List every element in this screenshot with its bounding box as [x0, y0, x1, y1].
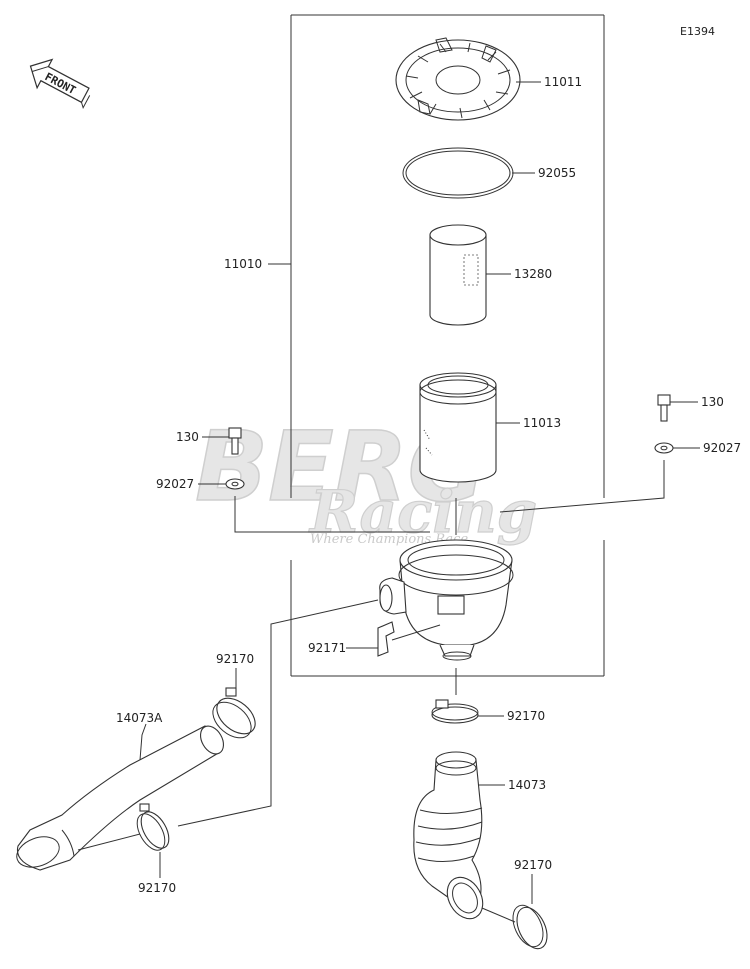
diagram-id: E1394: [680, 25, 715, 38]
watermark-sub: Racing: [308, 478, 537, 546]
label-92170-left-lower: 92170: [138, 881, 176, 895]
label-11010: 11010: [224, 257, 262, 271]
bolt-left: [228, 427, 242, 455]
label-92027-left: 92027: [156, 477, 194, 491]
label-92170-left-upper: 92170: [216, 652, 254, 666]
intake-duct-lower: [413, 751, 484, 920]
pre-filter: [429, 224, 487, 326]
air-cleaner-housing: [379, 539, 514, 661]
hose-clamp-lower-right: [512, 904, 548, 950]
o-ring: [402, 147, 514, 199]
hose-clamp-left-upper: [212, 687, 256, 739]
air-filter-cover: [395, 37, 521, 121]
clip: [377, 621, 395, 657]
hose-clamp-left-lower: [136, 803, 170, 851]
label-130-right: 130: [701, 395, 724, 409]
label-92170-top: 92170: [507, 709, 545, 723]
front-arrow-icon: FRONT: [29, 58, 91, 110]
bolt-right: [657, 394, 671, 422]
washer-left: [225, 478, 245, 490]
label-92055: 92055: [538, 166, 576, 180]
washer-right: [654, 442, 674, 454]
hose-clamp-top: [431, 699, 479, 724]
label-92170-right-lower: 92170: [514, 858, 552, 872]
label-14073: 14073: [508, 778, 546, 792]
label-13280: 13280: [514, 267, 552, 281]
air-filter-element: [419, 372, 497, 483]
assembly-bracket: [268, 14, 605, 677]
intake-duct-upper: [16, 725, 225, 871]
label-92171: 92171: [308, 641, 346, 655]
label-92027-right: 92027: [703, 441, 741, 455]
label-130-left: 130: [176, 430, 199, 444]
label-14073A: 14073A: [116, 711, 163, 725]
label-11013: 11013: [523, 416, 561, 430]
label-11011: 11011: [544, 75, 582, 89]
